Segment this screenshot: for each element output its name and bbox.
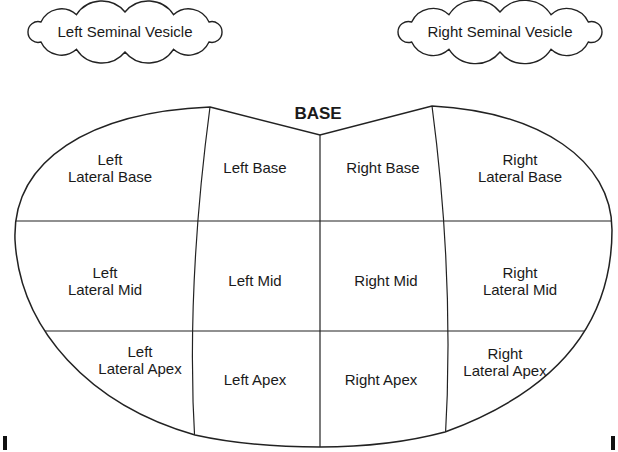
zone-label: Right Base	[346, 159, 419, 176]
biopsy-zone: Left Lateral Apex	[96, 341, 183, 380]
zone-divider	[319, 135, 320, 452]
seminal-vesicle: Left Seminal Vesicle	[18, 0, 232, 64]
prostate-outline	[15, 106, 612, 447]
zone-label: Right Mid	[354, 272, 417, 289]
zone-divider	[192, 107, 210, 445]
zone-label: Left Lateral Base	[68, 151, 152, 186]
zone-label: Right Lateral Mid	[483, 264, 557, 299]
zone-label: Left Lateral Mid	[68, 264, 142, 299]
zone-divider	[432, 106, 448, 445]
zone-label: Right Apex	[345, 371, 418, 388]
biopsy-zone: Right Lateral Apex	[461, 343, 548, 382]
biopsy-zone: Left Mid	[226, 270, 283, 291]
biopsy-zone: Left Base	[221, 157, 288, 178]
base-label: BASE	[294, 104, 341, 124]
biopsy-zone: Left Lateral Base	[66, 149, 154, 188]
cloud-outline	[398, 0, 602, 63]
biopsy-zone: Right Lateral Mid	[481, 262, 559, 301]
corner-mark	[611, 436, 615, 450]
biopsy-zone: Right Base	[344, 157, 421, 178]
zone-divider	[0, 220, 618, 221]
zone-label: Left Lateral Apex	[98, 343, 181, 378]
prostate-outline: Left Lateral BaseLeft BaseRight BaseRigh…	[0, 95, 618, 452]
corner-mark	[3, 436, 7, 450]
vesicle-label: Left Seminal Vesicle	[57, 23, 192, 40]
biopsy-zone: Left Apex	[222, 369, 289, 390]
biopsy-zone: Left Lateral Mid	[66, 262, 144, 301]
zone-label: Right Lateral Base	[478, 151, 562, 186]
biopsy-zone: Right Apex	[343, 369, 420, 390]
seminal-vesicle: Right Seminal Vesicle	[388, 0, 612, 64]
prostate-fill	[15, 106, 612, 447]
zone-divider	[0, 330, 618, 331]
zone-label: Left Mid	[228, 272, 281, 289]
biopsy-zone: Right Lateral Base	[476, 149, 564, 188]
cloud-outline	[28, 1, 222, 63]
zone-label: Right Lateral Apex	[463, 345, 546, 380]
zone-label: Left Apex	[224, 371, 287, 388]
biopsy-zone: Right Mid	[352, 270, 419, 291]
zone-label: Left Base	[223, 159, 286, 176]
vesicle-label: Right Seminal Vesicle	[427, 23, 572, 40]
